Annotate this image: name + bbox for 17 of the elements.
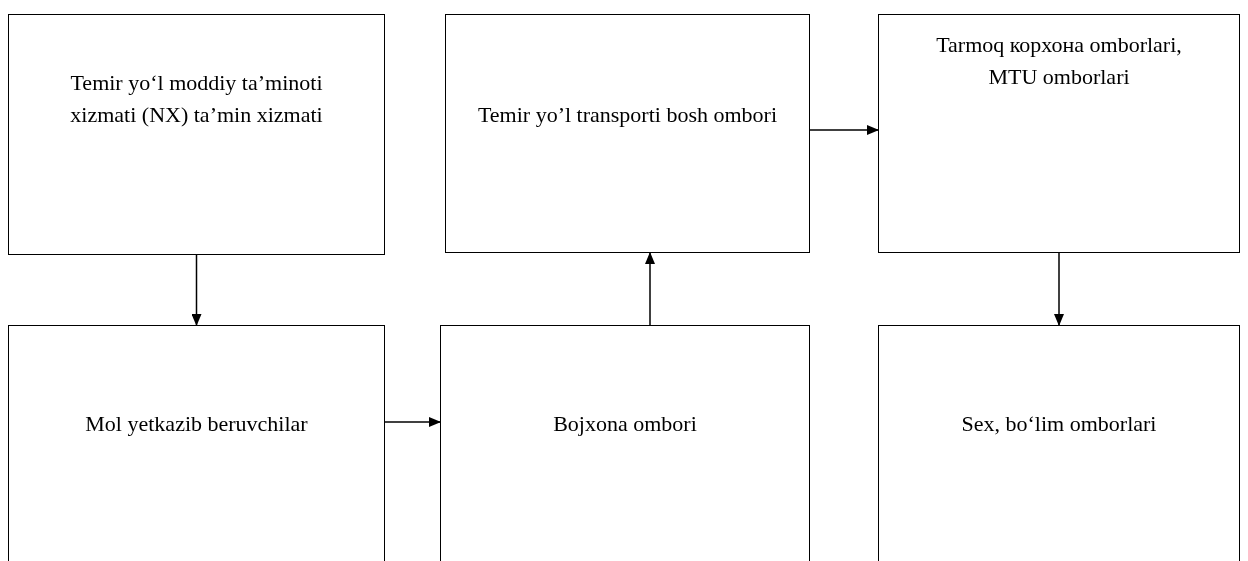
arrow	[809, 125, 879, 135]
process-box	[878, 14, 1240, 253]
arrow	[645, 252, 655, 326]
process-box	[8, 14, 385, 255]
box-label: Sex, bo‘lim omborlari	[961, 410, 1157, 438]
box-label: Bojxona ombori	[553, 410, 697, 438]
box-label: Temir yo’l transporti bosh ombori	[477, 101, 778, 129]
box-label: Tarmoq корхона omborlari, MTU omborlari	[935, 31, 1183, 91]
arrow	[191, 254, 202, 326]
process-box	[8, 325, 385, 561]
box-label: Mol yetkazib beruvchilar	[85, 410, 308, 438]
box-label: Temir yo‘l moddiy ta’minoti xizmati (NX) ta’min xizmati	[69, 69, 324, 129]
process-box	[440, 325, 810, 561]
process-box	[445, 14, 810, 253]
arrow	[1054, 252, 1064, 326]
arrow	[384, 417, 441, 427]
process-box	[878, 325, 1240, 561]
